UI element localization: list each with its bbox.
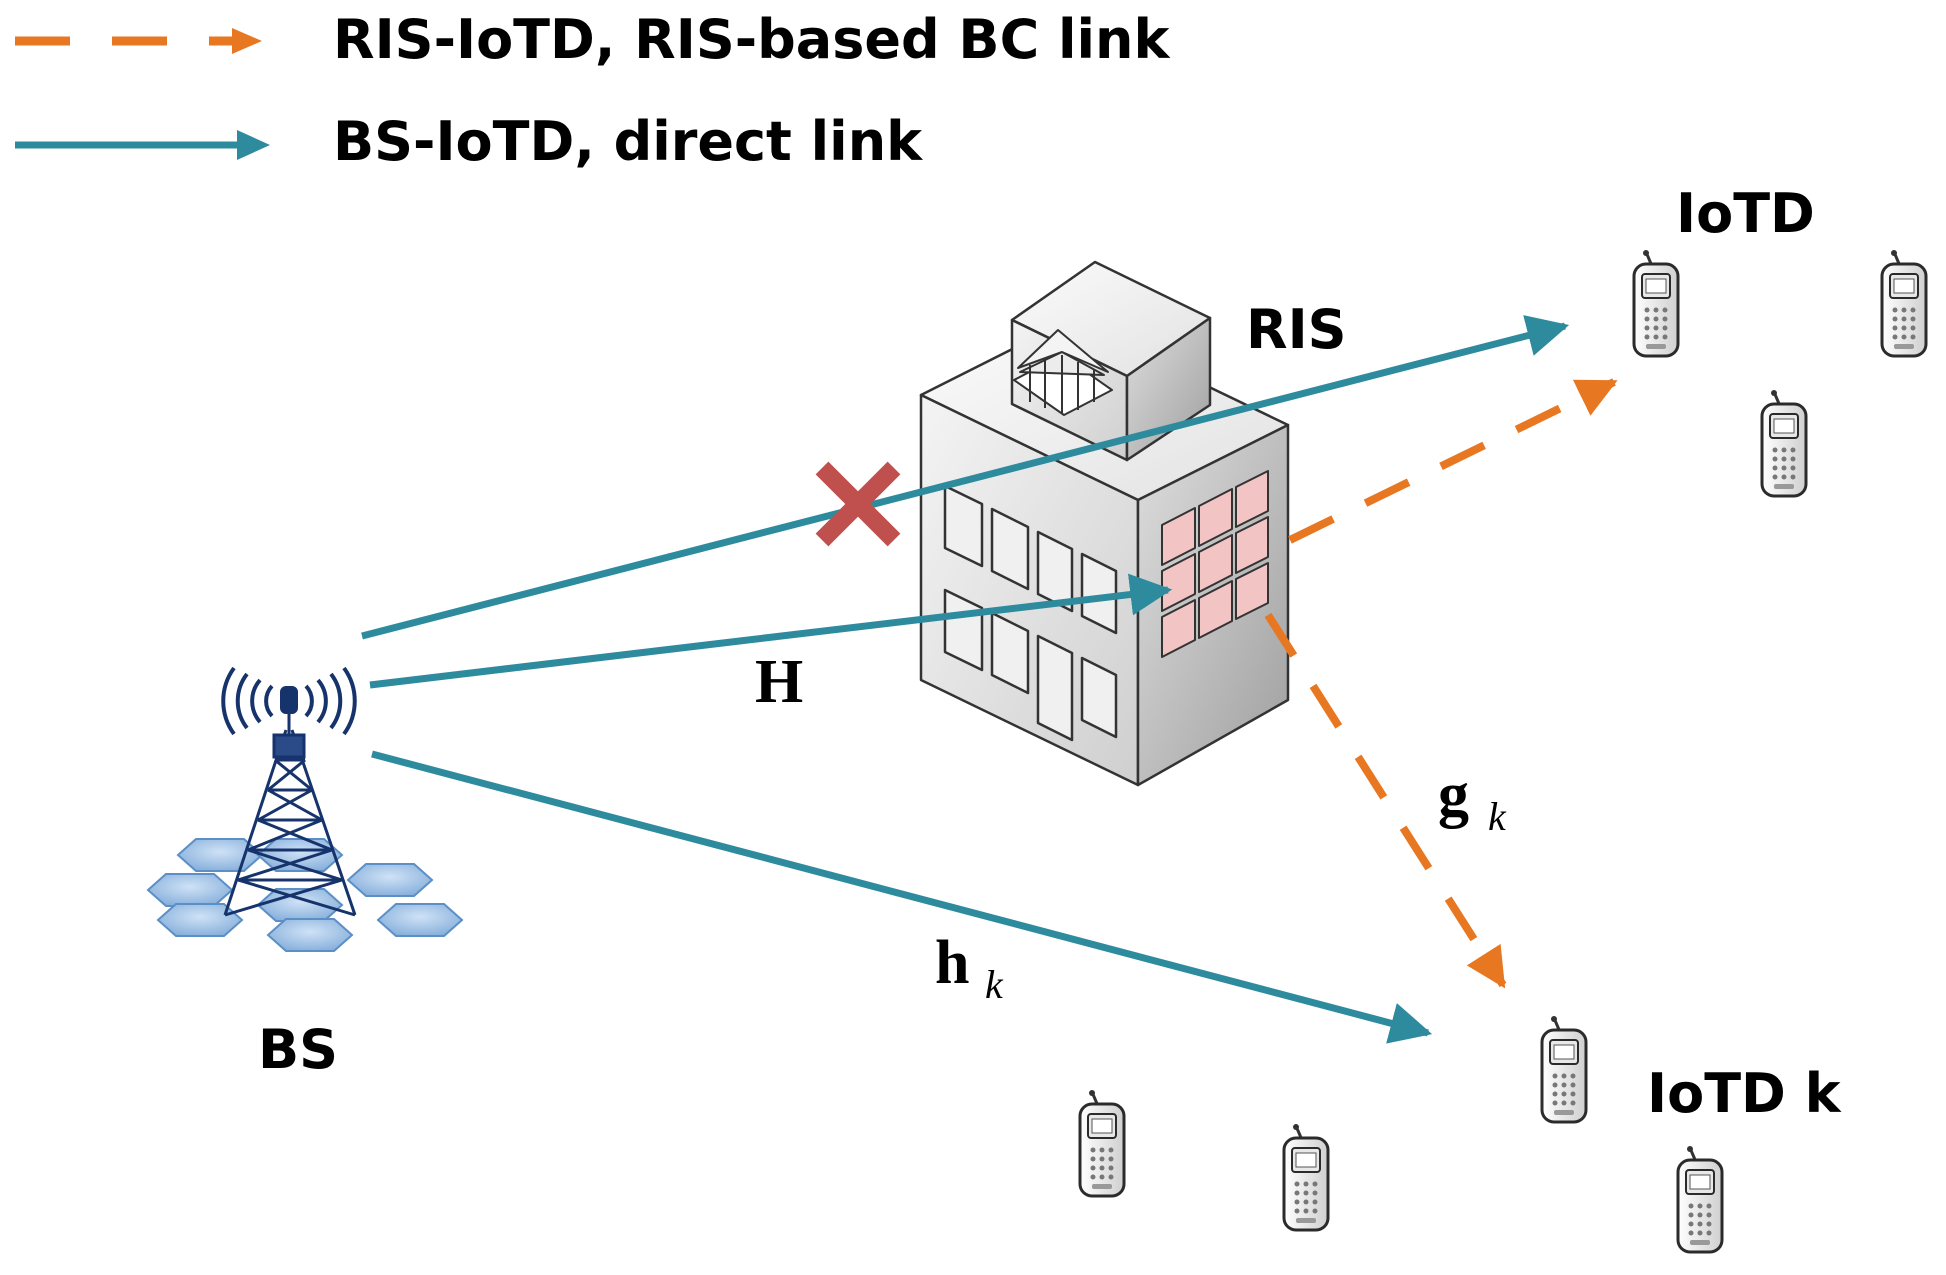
- arrowhead-icon: [237, 130, 270, 160]
- channel-gk-label: g k: [1438, 761, 1507, 839]
- iotd-label: IoTD: [1676, 182, 1815, 245]
- legend-item-direct-link: BS-IoTD, direct link: [15, 110, 923, 173]
- ris-panel: [1161, 470, 1269, 658]
- channel-h-subscript: k: [985, 962, 1004, 1007]
- channel-h-symbol: h: [935, 929, 969, 997]
- mobile-phone-icon: [1880, 248, 1928, 358]
- bs-label: BS: [258, 1018, 338, 1081]
- channel-g-symbol: g: [1438, 761, 1469, 829]
- signal-waves-icon: [221, 666, 357, 736]
- iotd-k-label: IoTD k: [1647, 1062, 1842, 1125]
- building-icon: RIS: [919, 260, 1347, 787]
- cell-tower-icon: [223, 690, 357, 917]
- channel-H-label: H: [755, 648, 803, 716]
- channel-g-subscript: k: [1488, 794, 1507, 839]
- ris-backscatter-link: [1288, 378, 1618, 544]
- channel-hk-label: h k: [935, 929, 1004, 1007]
- channel-H-link: [369, 573, 1173, 689]
- links: [361, 315, 1618, 1044]
- mobile-phone-icon-iotd-k: [1540, 1014, 1588, 1124]
- mobile-phone-icon: [1632, 248, 1680, 358]
- hex-cells: [147, 838, 463, 952]
- channel-hk-link: [371, 750, 1433, 1044]
- mobile-phone-icon: [1078, 1088, 1126, 1198]
- iotd-group-top: IoTD: [1632, 182, 1928, 498]
- ris-label: RIS: [1246, 298, 1347, 361]
- mobile-phone-icon: [1676, 1144, 1724, 1254]
- legend-label-direct-link: BS-IoTD, direct link: [333, 110, 923, 173]
- legend-label-ris-link: RIS-IoTD, RIS-based BC link: [333, 8, 1170, 71]
- legend-item-ris-link: RIS-IoTD, RIS-based BC link: [15, 8, 1170, 71]
- base-station: BS: [147, 666, 463, 1081]
- mobile-phone-icon: [1760, 388, 1808, 498]
- channel-gk-link: [1264, 612, 1507, 989]
- legend: RIS-IoTD, RIS-based BC link BS-IoTD, dir…: [15, 8, 1170, 173]
- arrowhead-icon: [232, 28, 262, 54]
- mobile-phone-icon: [1282, 1122, 1330, 1232]
- iotd-group-bottom: IoTD k: [1078, 1014, 1842, 1254]
- direct-link-blocked: [361, 315, 1570, 640]
- blocked-x-icon: [815, 461, 901, 547]
